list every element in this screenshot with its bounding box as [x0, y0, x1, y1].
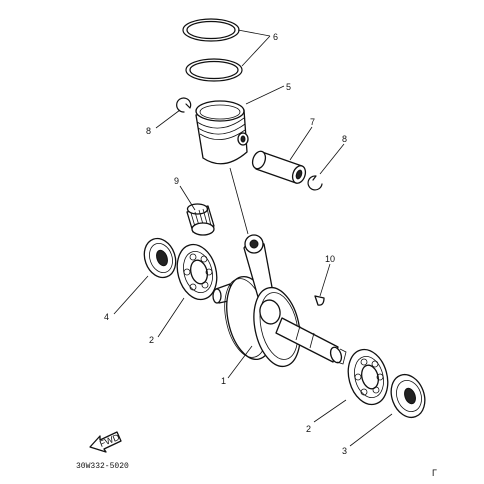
piston-ring-top	[182, 18, 240, 42]
callout-9: 9	[174, 176, 179, 186]
bearing-right	[347, 348, 389, 406]
callout-2-left: 2	[149, 335, 154, 345]
bearing-left	[176, 243, 218, 301]
piston	[195, 100, 249, 165]
callout-6: 6	[273, 32, 278, 42]
circlip-right	[307, 175, 323, 191]
corner-mark: Γ	[432, 468, 437, 478]
callout-8-right: 8	[342, 134, 347, 144]
oil-seal-left	[143, 237, 177, 279]
oil-seal-right	[390, 373, 426, 419]
callout-1: 1	[221, 376, 226, 386]
callout-10: 10	[325, 254, 335, 264]
piston-ring-bottom	[185, 58, 243, 82]
callout-3: 3	[342, 446, 347, 456]
fwd-arrow-icon: FWD	[89, 431, 122, 453]
needle-bearing	[186, 203, 215, 236]
callout-labels: 6 5 8 7 8 9 10 4 2 1 2 3	[104, 32, 347, 456]
woodruff-key	[314, 295, 325, 306]
callout-5: 5	[286, 82, 291, 92]
drawing-code: 30W332-5020	[76, 462, 129, 471]
callout-4: 4	[104, 312, 109, 322]
assembly-lines	[229, 167, 249, 235]
leader-lines	[113, 29, 393, 447]
callout-7: 7	[310, 117, 315, 127]
callout-2-right: 2	[306, 424, 311, 434]
circlip-left	[176, 97, 192, 113]
piston-pin	[251, 150, 307, 184]
callout-8-left: 8	[146, 126, 151, 136]
crankshaft-assembly	[212, 234, 347, 368]
